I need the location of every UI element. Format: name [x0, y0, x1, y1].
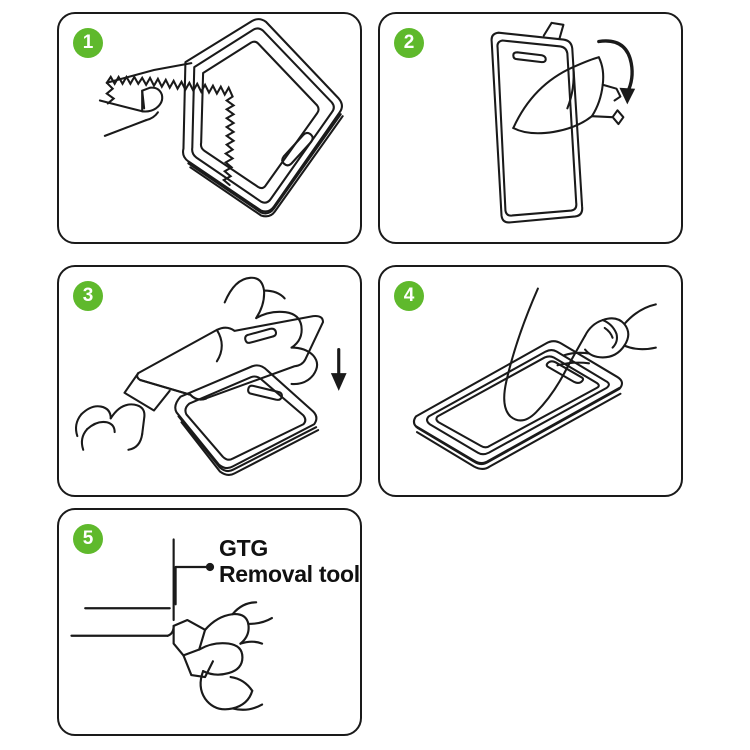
gtg-label-line-2: Removal tool: [219, 560, 360, 587]
instruction-panel-4: 4: [378, 265, 683, 497]
panel-3-illustration: [74, 276, 347, 476]
panel-2-illustration: [490, 21, 636, 224]
step-badge-4: 4: [394, 281, 424, 311]
step-badge-1: 1: [73, 28, 103, 58]
instruction-panel-2: 2: [378, 12, 683, 244]
instruction-panel-5: 5: [57, 508, 362, 736]
instruction-panel-1: 1: [57, 12, 362, 244]
panel-4-illustration: [412, 287, 657, 470]
gtg-removal-tool-label: GTG Removal tool: [219, 535, 360, 588]
step-badge-5: 5: [73, 524, 103, 554]
gtg-label-line-1: GTG: [219, 535, 268, 561]
panel-1-illustration: [98, 18, 344, 218]
instruction-panel-3: 3: [57, 265, 362, 497]
arrow-head: [330, 373, 347, 391]
leader-dot: [205, 562, 215, 572]
step-badge-2: 2: [394, 28, 424, 58]
step-badge-3: 3: [73, 281, 103, 311]
arrow-head: [619, 87, 636, 105]
